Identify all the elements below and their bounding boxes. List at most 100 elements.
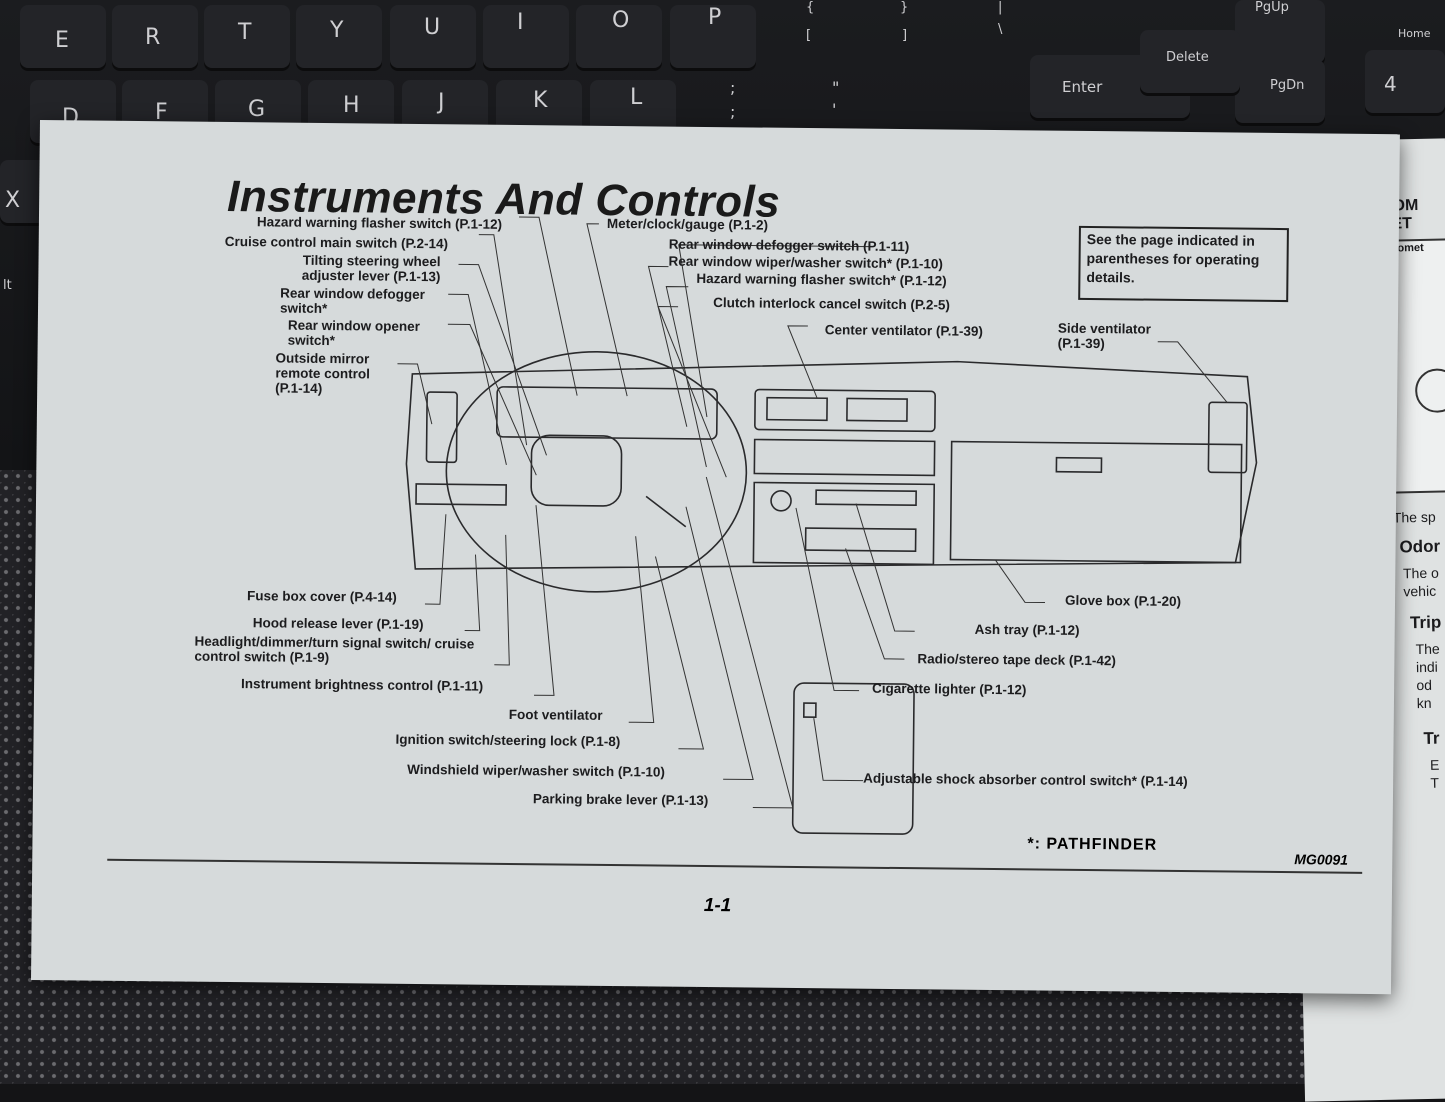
right-text: T <box>1430 774 1440 791</box>
manual-page: Instruments And Controls See the page in… <box>30 120 1400 995</box>
tape-deck <box>804 527 917 553</box>
dashboard-illustration <box>397 216 1258 835</box>
odometer-heading: Odor <box>1399 536 1441 557</box>
cigarette-lighter <box>770 489 792 512</box>
lower-left-panel <box>415 483 508 506</box>
key-label: ' <box>832 100 837 119</box>
steering-hub <box>530 434 623 507</box>
key-o <box>576 5 662 71</box>
shock-absorber-switch <box>802 702 817 718</box>
label-center-ventilator: Center ventilator (P.1-39) <box>824 322 983 339</box>
key-label: lt <box>3 278 12 293</box>
key-label: K <box>533 88 548 113</box>
key-e <box>20 5 106 71</box>
right-text: vehic <box>1403 582 1437 600</box>
left-side-vent <box>425 391 458 464</box>
key-label: G <box>248 97 266 122</box>
label-brightness-control: Instrument brightness control (P.1-11) <box>241 676 484 694</box>
pgdn-key-label: PgDn <box>1270 78 1305 93</box>
key-label: | <box>998 0 1003 15</box>
page-number: 1-1 <box>703 894 732 917</box>
label-glove-box: Glove box (P.1-20) <box>1064 592 1182 609</box>
key-label: ; <box>730 78 736 97</box>
label-rear-window-opener: Rear window opener switch* <box>287 317 420 349</box>
label-rear-wiper: Rear window wiper/washer switch* (P.1-10… <box>668 253 943 272</box>
label-foot-ventilator: Foot ventilator <box>508 706 603 723</box>
key-label: O <box>612 8 630 33</box>
key-pgup <box>1235 0 1325 66</box>
label-clutch-interlock: Clutch interlock cancel switch (P.2-5) <box>713 295 951 313</box>
key-label: L <box>630 85 643 110</box>
label-meter-clock: Meter/clock/gauge (P.1-2) <box>606 215 769 233</box>
key-i <box>483 5 569 71</box>
label-headlight-switch: Headlight/dimmer/turn signal switch/ cru… <box>194 633 475 666</box>
glove-box <box>949 440 1243 564</box>
leader-lines <box>397 216 1228 809</box>
key-label: P <box>708 5 722 30</box>
label-tilt-steering: Tilting steering wheel adjuster lever (P… <box>301 252 441 285</box>
key-label: F <box>155 100 168 125</box>
key-label: ; <box>730 102 736 121</box>
glove-box-latch <box>1055 456 1103 473</box>
label-parking-brake: Parking brake lever (P.1-13) <box>532 791 709 809</box>
label-windshield-wiper: Windshield wiper/washer switch (P.1-10) <box>407 761 665 780</box>
label-rear-defogger: Rear window defogger switch* <box>279 285 426 317</box>
label-hood-release: Hood release lever (P.1-19) <box>252 615 424 633</box>
label-ignition-switch: Ignition switch/steering lock (P.1-8) <box>395 731 621 750</box>
key-y <box>296 5 382 71</box>
delete-key-label: Delete <box>1166 50 1209 65</box>
figure-code: MG0091 <box>1294 851 1349 868</box>
key-u <box>390 5 476 71</box>
right-text: The o <box>1402 564 1440 582</box>
key-label: E <box>55 28 69 53</box>
key-label: T <box>238 20 252 45</box>
right-text: od <box>1416 676 1433 694</box>
right-text: indi <box>1415 658 1438 676</box>
key-label: [ <box>806 28 812 43</box>
key-label: \ <box>998 22 1003 37</box>
num4-key-label: 4 <box>1384 72 1397 96</box>
key-label: R <box>145 25 161 50</box>
key-pgdn <box>1235 60 1325 126</box>
key-label: ] <box>902 28 908 43</box>
key-delete <box>1140 30 1240 96</box>
label-radio-tape-deck: Radio/stereo tape deck (P.1-42) <box>917 651 1117 669</box>
key-label: " <box>832 78 840 97</box>
key-num4 <box>1365 50 1445 116</box>
parking-brake-lever <box>645 495 687 528</box>
key-r <box>112 5 198 71</box>
key-label: X <box>5 188 21 213</box>
label-cruise-main: Cruise control main switch (P.2-14) <box>224 233 449 252</box>
home-key-label: Home <box>1398 27 1431 40</box>
right-text: The <box>1415 640 1440 658</box>
key-label: J <box>438 90 445 115</box>
right-text: The sp <box>1392 508 1436 526</box>
center-vents <box>754 388 936 433</box>
right-text: E <box>1429 756 1440 773</box>
key-t <box>204 5 290 71</box>
label-cigarette-lighter: Cigarette lighter (P.1-12) <box>872 680 1027 698</box>
right-text: kn <box>1416 694 1432 712</box>
label-hazard-flasher: Hazard warning flasher switch (P.1-12) <box>256 214 503 232</box>
key-label: I <box>517 10 524 35</box>
section-heading: Tr <box>1423 728 1440 749</box>
label-rear-defogger-switch: Rear window defogger switch (P.1-11) <box>668 236 910 255</box>
label-ash-tray: Ash tray (P.1-12) <box>974 621 1080 638</box>
radio-panel <box>752 481 936 566</box>
key-p <box>670 5 756 71</box>
key-label: } <box>900 0 909 15</box>
key-label: U <box>424 15 441 40</box>
center-console <box>791 682 915 835</box>
label-side-ventilator: Side ventilator (P.1-39) <box>1057 320 1151 352</box>
heater-controls <box>753 438 936 477</box>
key-label: Y <box>330 18 344 43</box>
label-outside-mirror: Outside mirror remote control (P.1-14) <box>275 350 370 396</box>
steering-wheel <box>445 351 748 593</box>
instrument-cluster <box>495 386 718 440</box>
center-vent-left <box>766 396 828 422</box>
footnote-pathfinder: *: PATHFINDER <box>1027 835 1158 854</box>
dashboard-outline <box>405 360 1258 570</box>
key-label: { <box>806 0 815 15</box>
key-label: H <box>343 93 360 118</box>
